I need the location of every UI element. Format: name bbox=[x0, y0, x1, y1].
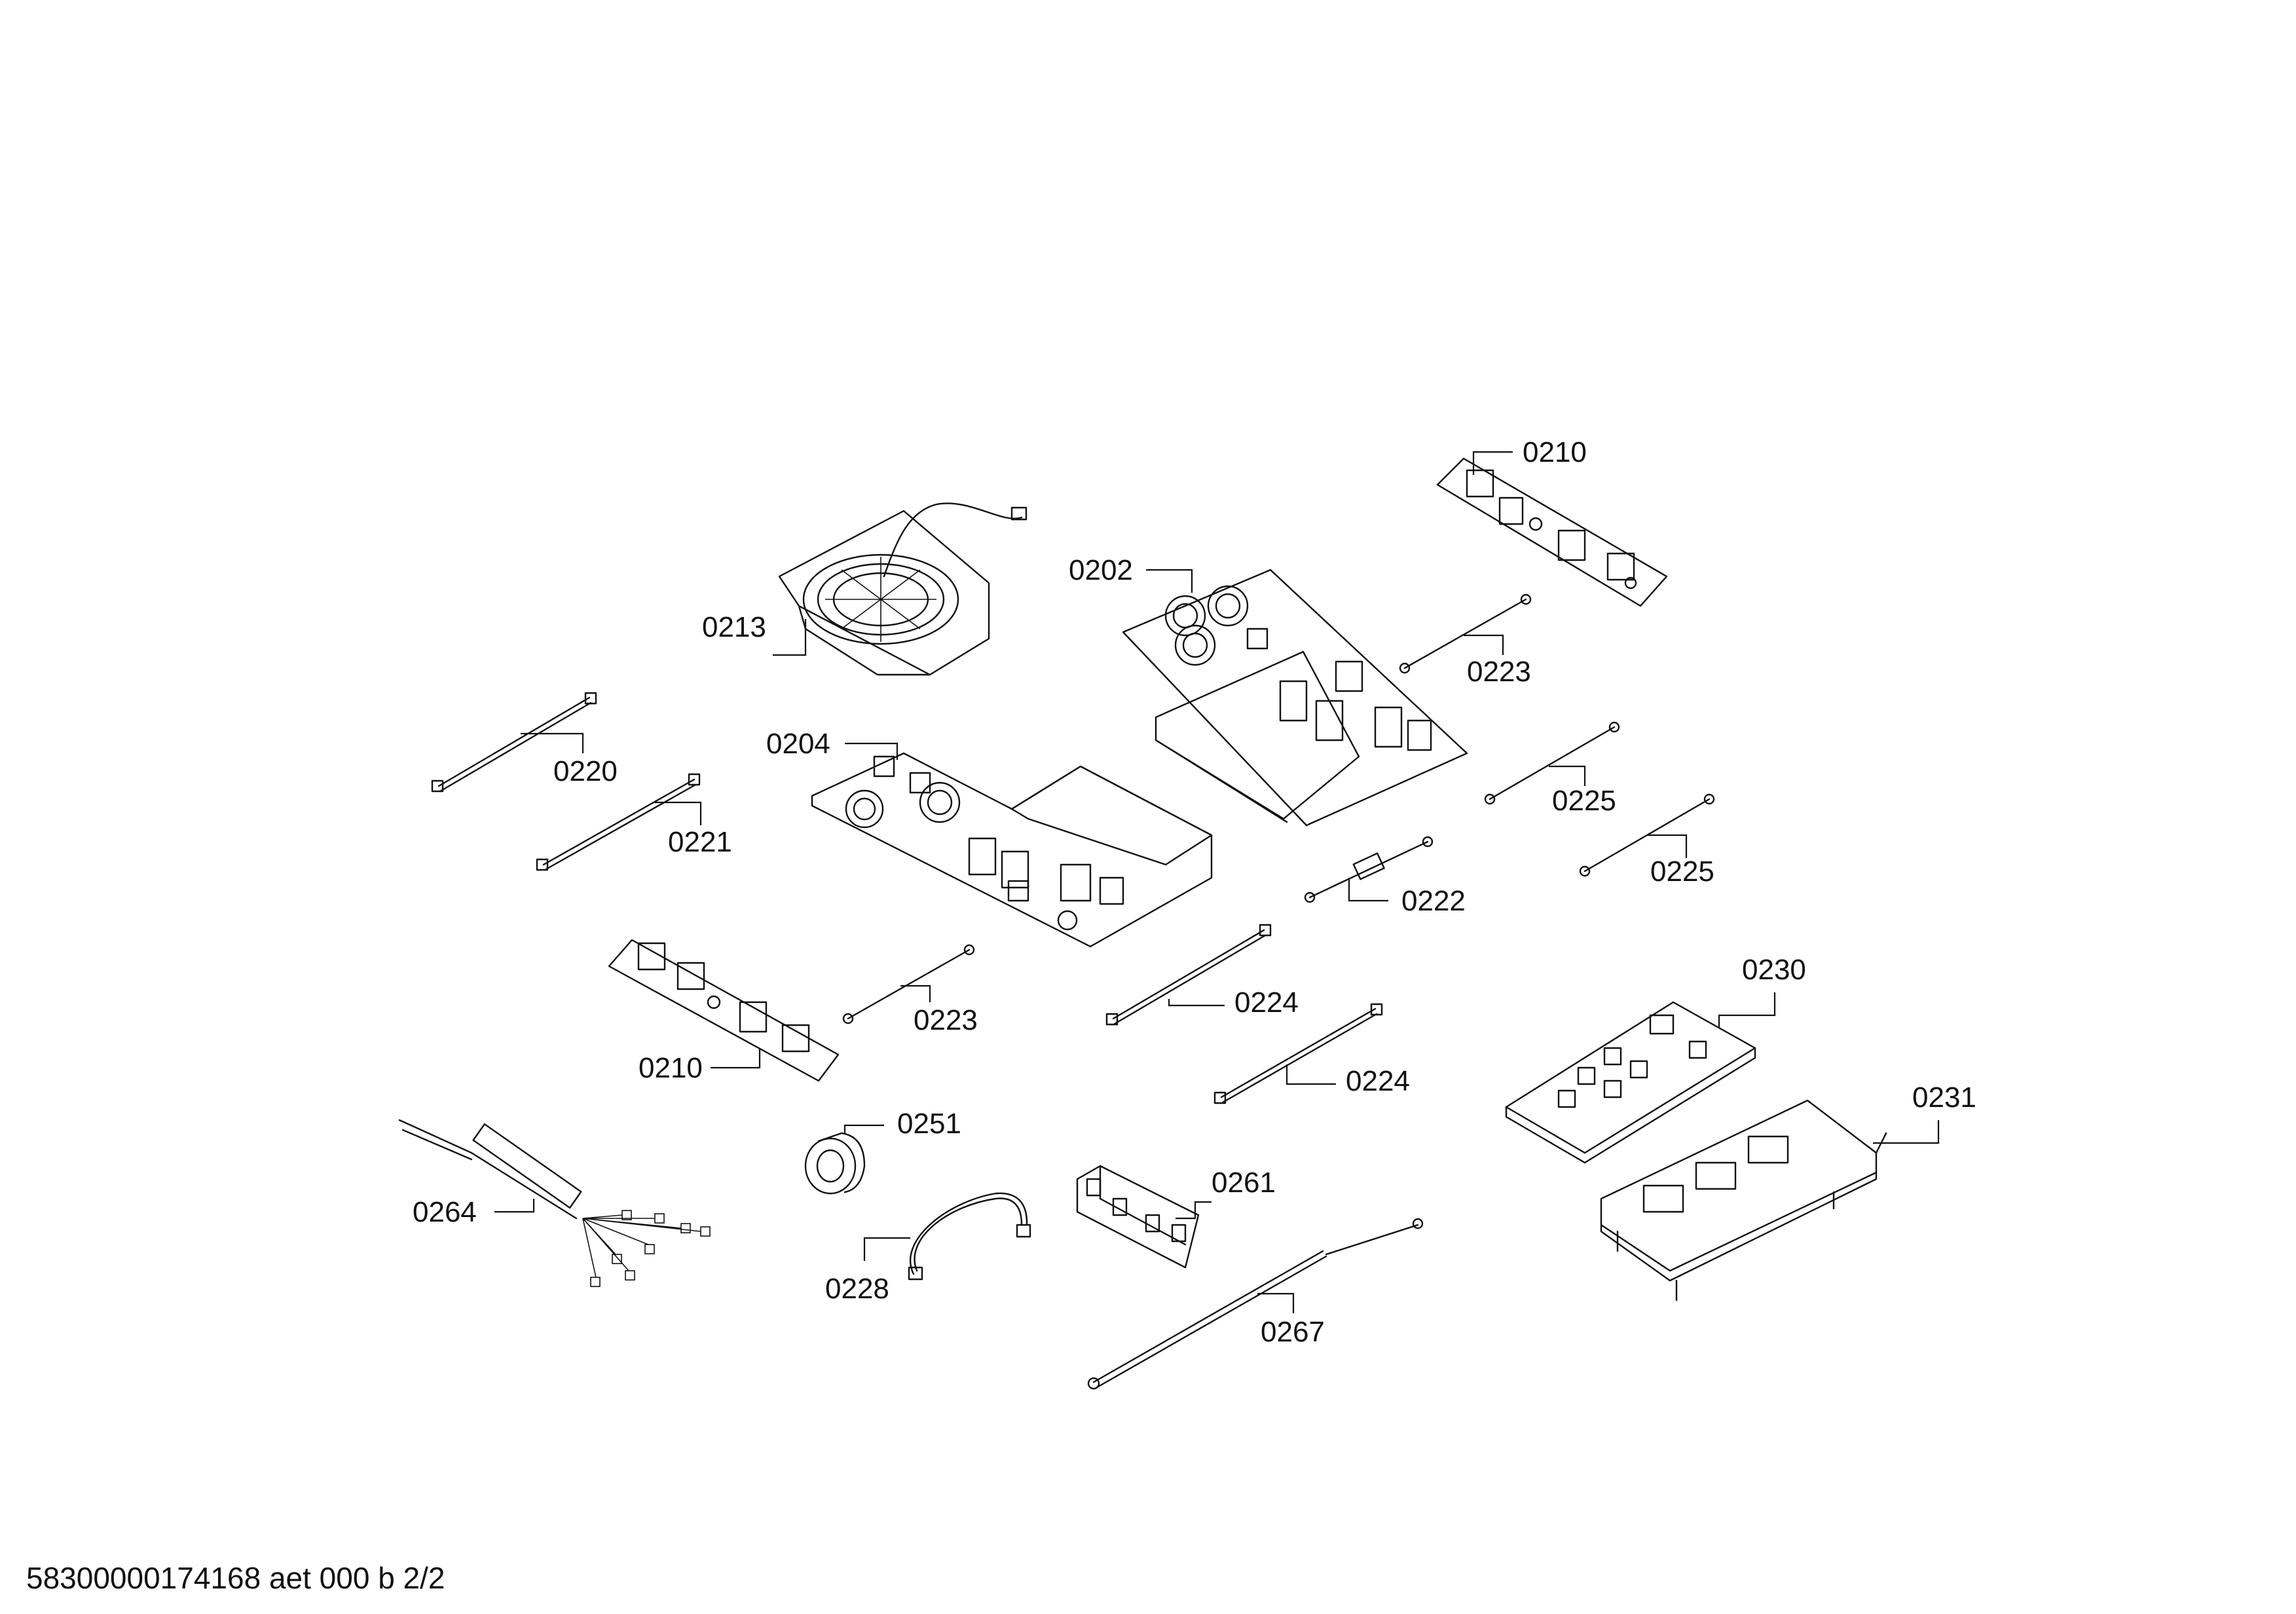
callout-0223-top: 0223 bbox=[1467, 656, 1531, 688]
callout-0224-2: 0224 bbox=[1346, 1065, 1410, 1097]
label-0220: 0220 bbox=[521, 732, 618, 787]
part-0264-cable-harness bbox=[398, 1119, 711, 1287]
callout-0210-bottom: 0210 bbox=[639, 1052, 703, 1084]
label-0224-2: 0224 bbox=[1286, 1064, 1410, 1097]
callout-0220: 0220 bbox=[553, 755, 618, 787]
label-0213: 0213 bbox=[702, 611, 807, 656]
callout-0267: 0267 bbox=[1261, 1316, 1325, 1348]
part-0210-board-top bbox=[1436, 457, 1668, 607]
callout-0213: 0213 bbox=[702, 611, 766, 643]
label-0228: 0228 bbox=[825, 1237, 910, 1305]
part-0210-board-bottom bbox=[608, 939, 840, 1082]
label-0230: 0230 bbox=[1718, 954, 1806, 1028]
part-0231-frame bbox=[1600, 1099, 1887, 1302]
callout-0228: 0228 bbox=[825, 1273, 889, 1305]
label-0264: 0264 bbox=[413, 1196, 535, 1228]
callout-0222: 0222 bbox=[1401, 885, 1466, 917]
part-0204-board bbox=[811, 752, 1213, 948]
part-0202-board bbox=[1122, 569, 1468, 827]
label-0267: 0267 bbox=[1257, 1292, 1325, 1348]
label-0223-top: 0223 bbox=[1464, 634, 1531, 688]
part-0225-cable-1 bbox=[1484, 721, 1620, 805]
callout-0225-1: 0225 bbox=[1552, 785, 1616, 817]
callout-0221: 0221 bbox=[668, 826, 732, 858]
label-0261: 0261 bbox=[1176, 1167, 1276, 1220]
part-0223-cable-top bbox=[1399, 593, 1532, 674]
part-0228-sensor-wire bbox=[908, 1192, 1031, 1281]
label-0225-1: 0225 bbox=[1549, 765, 1616, 817]
callout-0224-1: 0224 bbox=[1234, 986, 1299, 1019]
part-0251-ferrite-ring bbox=[804, 1132, 866, 1195]
part-0213-fan bbox=[778, 502, 1028, 676]
callout-0230: 0230 bbox=[1742, 954, 1806, 986]
label-0223-bottom: 0223 bbox=[900, 985, 978, 1036]
part-0261-bracket bbox=[1076, 1165, 1200, 1269]
label-0221: 0221 bbox=[655, 801, 732, 858]
document-id: 58300000174168 aet 000 b 2/2 bbox=[26, 1561, 445, 1595]
part-0224-cable-1 bbox=[1105, 924, 1272, 1026]
callout-0202: 0202 bbox=[1069, 554, 1133, 586]
label-0224-1: 0224 bbox=[1168, 986, 1299, 1019]
label-0202: 0202 bbox=[1069, 554, 1193, 593]
part-0267-wire bbox=[1087, 1218, 1424, 1390]
label-0231: 0231 bbox=[1873, 1081, 1976, 1144]
callout-0251: 0251 bbox=[897, 1108, 961, 1140]
part-0220-cable bbox=[431, 692, 597, 793]
callout-0223-bottom: 0223 bbox=[914, 1004, 978, 1036]
part-0224-cable-2 bbox=[1213, 1003, 1383, 1104]
callout-0264: 0264 bbox=[413, 1196, 477, 1228]
part-0221-cable bbox=[536, 773, 701, 871]
label-0225-2: 0225 bbox=[1647, 834, 1714, 888]
part-0222-filter bbox=[1304, 836, 1434, 903]
label-0251: 0251 bbox=[843, 1108, 961, 1140]
part-0230-control-board bbox=[1505, 1001, 1756, 1164]
callout-0261: 0261 bbox=[1212, 1167, 1276, 1199]
label-0210-top: 0210 bbox=[1472, 436, 1587, 475]
callout-0231: 0231 bbox=[1912, 1081, 1976, 1114]
part-0223-cable-bottom bbox=[842, 944, 975, 1024]
callout-0204: 0204 bbox=[766, 728, 830, 760]
label-0222: 0222 bbox=[1348, 878, 1466, 917]
callout-0210-top: 0210 bbox=[1523, 436, 1587, 468]
label-0204: 0204 bbox=[766, 728, 898, 760]
callout-0225-2: 0225 bbox=[1650, 855, 1714, 888]
label-0210-bottom: 0210 bbox=[639, 1048, 761, 1084]
